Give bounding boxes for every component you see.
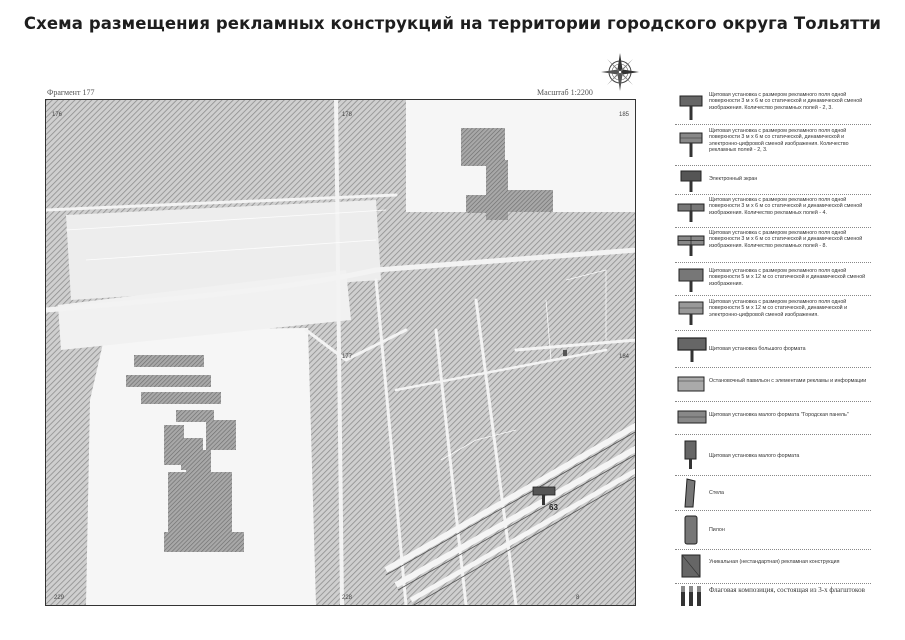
legend-item: Щитовая установка с размером рекламного … [675,228,871,263]
legend-item: Щитовая установка большого формата [675,331,871,368]
sheet-number: 185 [619,112,630,118]
sheet-number: 228 [342,595,353,601]
marker-label: 63 [549,503,558,512]
billboard-3x6-eight-icon [677,235,705,256]
legend-text: Щитовая установка большого формата [709,346,806,352]
small-format-icon [684,440,697,469]
small-city-format-icon [677,410,707,424]
sheet-number: 184 [619,354,630,360]
billboard-5x12-icon [678,268,704,292]
electronic-screen-icon [680,170,702,192]
legend-text: Уникальная (нестандартная) рекламная кон… [709,559,840,565]
compass-rose-icon [601,53,639,91]
legend-text: Щитовая установка с размером рекламного … [709,230,863,249]
large-billboard-icon [677,337,707,362]
stela-icon [684,478,696,508]
legend-item: Щитовая установка с размером рекламного … [675,195,871,228]
legend-item: Электронный экран [675,166,871,195]
legend-text: Щитовая установка с размером рекламного … [709,92,863,111]
map-canvas [46,100,635,605]
legend-text: Щитовая установка малого формата [709,453,800,459]
billboard-5x12-digital-icon [678,301,704,325]
legend-item: Щитовая установка с размером рекламного … [675,88,871,125]
legend-text: Флаговая композиция, состоящая из 3-х фл… [709,586,865,594]
legend-text: Пилон [709,527,725,533]
legend-text: Щитовая установка с размером рекламного … [709,299,848,318]
map-fragment: 176 178 185 177 184 229 228 8 63 [45,99,636,606]
scale-label: Масштаб 1:2200 [537,88,593,97]
billboard-3x6-icon [679,95,703,120]
fragment-label: Фрагмент 177 [47,88,95,97]
legend-item: Пилон [675,511,871,550]
legend-text: Щитовая установка малого формата "Городс… [709,412,849,418]
legend-item: Уникальная (нестандартная) рекламная кон… [675,550,871,584]
pylon-icon [684,515,698,545]
legend-text: Щитовая установка с размером рекламного … [709,268,866,287]
legend-item: Щитовая установка малого формата [675,435,871,476]
page-title: Схема размещения рекламных конструкций н… [23,14,882,33]
legend-text: Остановочный павильон с элементами рекла… [709,378,867,384]
billboard-3x6-digital-icon [679,132,703,157]
legend-item: Щитовая установка с размером рекламного … [675,296,871,331]
legend-item: Остановочный павильон с элементами рекла… [675,368,871,402]
legend-text: Стела [709,490,724,496]
billboard-3x6-four-icon [677,203,705,222]
billboard-marker[interactable] [532,486,556,505]
legend-item: Флаговая композиция, состоящая из 3-х фл… [675,584,871,608]
sheet-number: 178 [342,112,353,118]
sheet-number: 8 [576,595,580,601]
sheet-number: 176 [52,112,63,118]
unique-structure-icon [681,554,701,578]
pavilion-icon [677,376,705,392]
sheet-number: 177 [342,354,353,360]
flag-composition-icon [681,586,701,606]
legend-text: Щитовая установка с размером рекламного … [709,128,849,153]
legend-text: Электронный экран [709,176,758,182]
legend: Щитовая установка с размером рекламного … [675,88,875,608]
legend-text: Щитовая установка с размером рекламного … [709,197,863,216]
legend-item: Стела [675,476,871,511]
legend-item: Щитовая установка с размером рекламного … [675,263,871,296]
sheet-number: 229 [54,595,65,601]
legend-item: Щитовая установка малого формата "Городс… [675,402,871,435]
legend-item: Щитовая установка с размером рекламного … [675,125,871,166]
